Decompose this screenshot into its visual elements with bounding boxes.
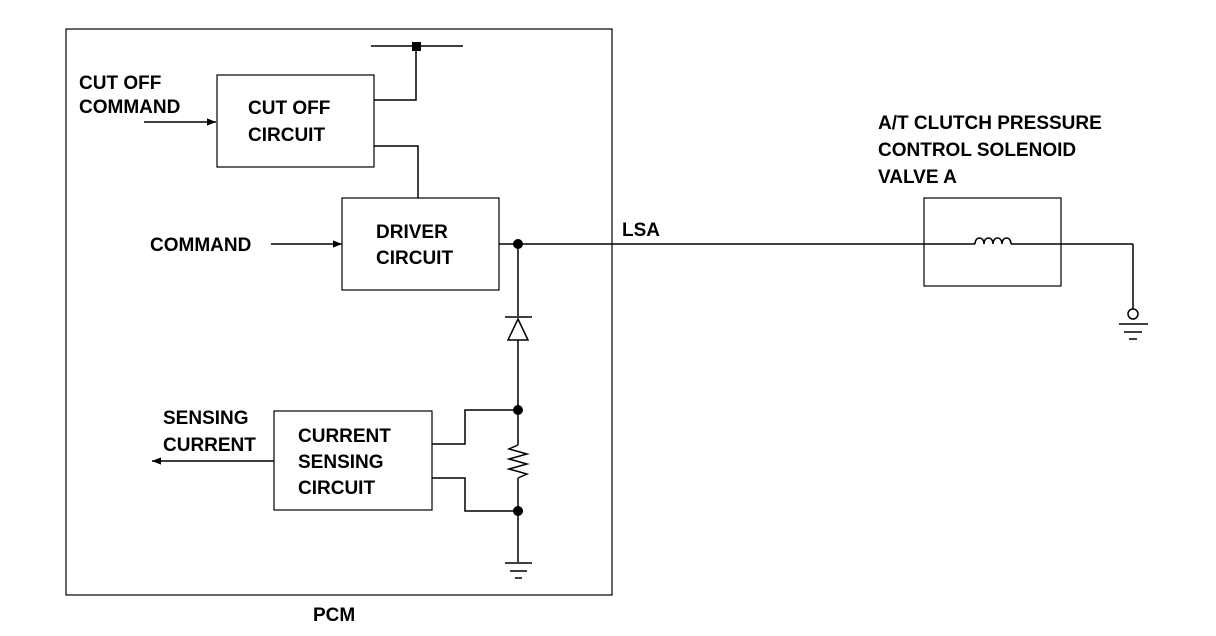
solenoid-label-line2: CONTROL SOLENOID [878, 140, 1076, 161]
cutoff-circuit-label-line1: CUT OFF [248, 98, 330, 119]
diode-symbol [506, 317, 530, 341]
current-sensing-label-line1: CURRENT [298, 426, 391, 447]
pcm-boundary [65, 28, 613, 596]
cutoff-command-label-line1: CUT OFF [79, 73, 161, 94]
solenoid-label-line3: VALVE A [878, 167, 957, 188]
solenoid-label-line1: A/T CLUTCH PRESSURE [878, 113, 1102, 134]
solenoid-box [923, 197, 1062, 287]
driver-circuit-label-line2: CIRCUIT [376, 248, 453, 269]
pcm-label: PCM [313, 605, 355, 626]
solenoid-ground-icon [1119, 323, 1148, 340]
cutoff-to-driver-wire [374, 145, 419, 198]
sensing-current-label-line1: SENSING [163, 408, 249, 429]
sensing-current-label-line2: CURRENT [163, 435, 256, 456]
pcm-ground-icon [505, 562, 532, 579]
solenoid-ground-terminal [1127, 308, 1139, 320]
current-sensing-label-line2: SENSING [298, 452, 384, 473]
lsa-label: LSA [622, 220, 660, 241]
cutoff-power-wire [374, 46, 417, 101]
cutoff-circuit-label-line2: CIRCUIT [248, 125, 325, 146]
cutoff-command-label-line2: COMMAND [79, 97, 180, 118]
current-sensing-label-line3: CIRCUIT [298, 478, 375, 499]
sense-wire-top [432, 409, 518, 445]
solenoid-coil-icon [974, 237, 1012, 245]
driver-circuit-label-line1: DRIVER [376, 222, 448, 243]
sense-wire-bottom [432, 477, 518, 512]
command-label: COMMAND [150, 235, 251, 256]
driver-circuit-box [341, 197, 500, 291]
shunt-resistor [506, 444, 530, 479]
cutoff-circuit-box [216, 74, 375, 168]
